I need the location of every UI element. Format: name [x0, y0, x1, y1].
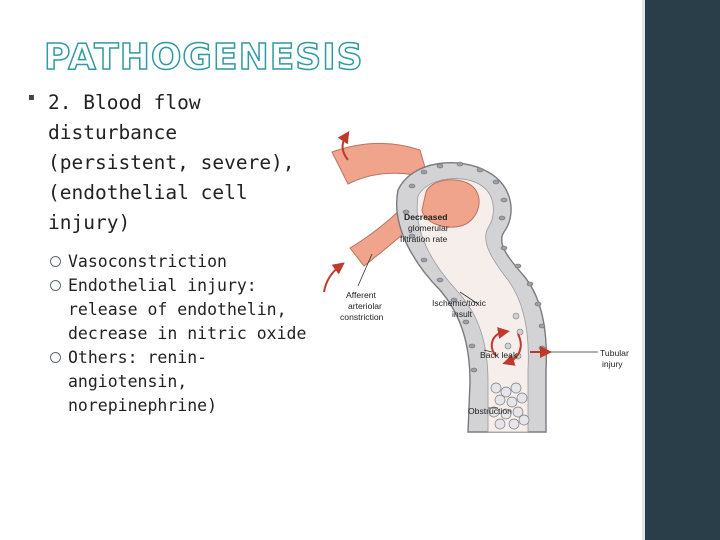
label-back-leak: Back leak	[480, 350, 518, 360]
obstruction-cast	[488, 382, 530, 430]
circle-bullet-icon	[50, 280, 61, 291]
label-glomerular: glomerular	[408, 223, 449, 233]
label-decreased: Decreased	[404, 212, 447, 222]
sub-point-others: Others: renin- angiotensin, norepinephri…	[50, 346, 340, 418]
sub-point-line: decrease in nitric oxide	[68, 324, 307, 343]
main-point: 2. Blood flow disturbance (persistent, s…	[48, 88, 318, 238]
circle-bullet-icon	[50, 352, 61, 363]
main-point-line: (endothelial cell	[48, 181, 248, 204]
label-tubular: Tubular	[600, 348, 629, 358]
sub-point-line: Others: renin-	[68, 348, 208, 367]
bullet-icon: ▪	[28, 92, 35, 103]
label-constriction: constriction	[340, 312, 384, 322]
main-point-line: injury)	[48, 211, 131, 234]
label-arteriolar: arteriolar	[348, 301, 382, 311]
decorative-sidebar	[642, 0, 720, 540]
sidebar-stripe	[642, 0, 645, 540]
sub-point-line: angiotensin,	[68, 372, 188, 391]
sub-point-line: norepinephrine)	[68, 396, 218, 415]
circle-bullet-icon	[50, 256, 61, 267]
label-afferent: Afferent	[346, 290, 377, 300]
label-insult: insult	[452, 309, 473, 319]
main-point-line: (persistent, severe),	[48, 151, 295, 174]
sub-point-list: Vasoconstriction Endothelial injury: rel…	[50, 250, 340, 418]
sub-point-endothelial-injury: Endothelial injury: release of endotheli…	[50, 274, 340, 346]
label-ischemic-toxic: Ischemic/toxic	[432, 298, 487, 308]
back-leak-arrow-2	[502, 333, 522, 366]
label-obstruction: Obstruction	[468, 406, 512, 416]
efferent-flow-arrow	[337, 131, 350, 161]
sub-point-line: release of endothelin,	[68, 300, 287, 319]
main-point-line: 2. Blood flow	[48, 91, 201, 114]
sub-point-vasoconstriction: Vasoconstriction	[50, 250, 340, 274]
glomerulus	[421, 179, 480, 228]
leader-lines	[357, 253, 498, 409]
slide-title: PATHOGENESIS	[43, 36, 364, 79]
label-filtration-rate: filtration rate	[400, 234, 448, 244]
label-injury: injury	[602, 359, 623, 369]
sub-point-line: Vasoconstriction	[68, 252, 227, 271]
main-point-line: disturbance	[48, 121, 178, 144]
sub-point-line: Endothelial injury:	[68, 276, 257, 295]
back-leak-arrow	[490, 327, 510, 357]
tubule-lumen	[416, 178, 529, 433]
afferent-flow-arrow	[323, 262, 345, 293]
kidney-tubule-diagram: Decreased glomerular filtration rate Aff…	[323, 131, 629, 433]
